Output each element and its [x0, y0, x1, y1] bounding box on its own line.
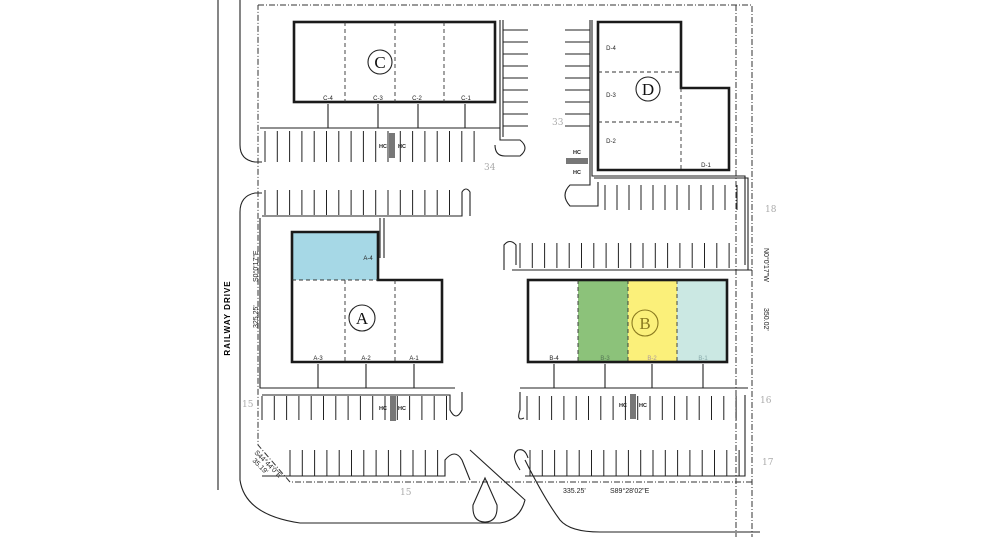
unit-a3[interactable]: A-3	[313, 356, 323, 362]
building-c[interactable]: C C-1 C-2 C-3 C-4	[260, 20, 500, 129]
handwritten-note: 34	[484, 163, 496, 173]
hc-stripe	[389, 133, 395, 158]
building-d-label: D	[642, 80, 654, 99]
street-name: RAILWAY DRIVE	[223, 280, 232, 355]
handwritten-note: 18	[765, 205, 777, 215]
unit-d4[interactable]: D-4	[606, 46, 616, 52]
hc-stripe	[630, 394, 636, 419]
east-bearing: N0°0'17"W	[762, 248, 770, 282]
unit-b2-highlight[interactable]	[628, 280, 677, 362]
handwritten-note: 15	[242, 400, 254, 410]
unit-c1[interactable]: C-1	[461, 96, 471, 102]
railway-drive-road: RAILWAY DRIVE	[217, 0, 760, 533]
parking-lots: HC HC HC HC HC HC HC HC	[261, 20, 746, 481]
building-b-label: B	[639, 314, 650, 333]
unit-c4[interactable]: C-4	[323, 96, 333, 102]
building-d[interactable]: D D-1 D-2 D-3 D-4	[591, 20, 749, 270]
handwritten-note: 17	[762, 458, 774, 468]
handwritten-notes: 15 16 17 18 33 34 15	[242, 118, 777, 498]
unit-b4[interactable]: B-4	[549, 356, 559, 362]
west-dimension: 325.25'	[253, 305, 260, 328]
property-boundary	[257, 4, 753, 537]
building-a-label: A	[356, 309, 369, 328]
hc-stripe	[390, 396, 396, 421]
west-bearing: S0°0'17"E	[252, 250, 260, 282]
building-b[interactable]: B B-1 B-2 B-3 B-4	[512, 269, 752, 389]
hc-label: HC	[398, 406, 406, 412]
unit-a1[interactable]: A-1	[409, 356, 419, 362]
unit-c2[interactable]: C-2	[412, 96, 422, 102]
handwritten-note: 15	[400, 488, 412, 498]
hc-label: HC	[379, 144, 387, 150]
unit-b3-highlight[interactable]	[578, 280, 628, 362]
east-dimension: 350.02'	[762, 308, 769, 331]
handwritten-note: 33	[552, 118, 564, 128]
unit-d3[interactable]: D-3	[606, 93, 616, 99]
landscape-island	[472, 476, 498, 523]
hc-label: HC	[619, 403, 627, 409]
hc-label: HC	[573, 150, 581, 156]
south-dimension: 335.25'	[563, 488, 586, 495]
unit-a4-highlight[interactable]	[292, 232, 378, 280]
hc-stripe	[566, 158, 588, 164]
south-bearing: S89°28'02"E	[610, 487, 650, 495]
hc-label: HC	[639, 403, 647, 409]
unit-b1[interactable]: B-1	[698, 356, 708, 362]
unit-d1[interactable]: D-1	[701, 163, 711, 169]
unit-a4[interactable]: A-4	[363, 256, 373, 262]
unit-b2[interactable]: B-2	[647, 356, 657, 362]
handwritten-note: 16	[760, 396, 772, 406]
hc-label: HC	[379, 406, 387, 412]
unit-b1-highlight[interactable]	[677, 280, 727, 362]
unit-a2[interactable]: A-2	[361, 356, 371, 362]
building-a[interactable]: A A-1 A-2 A-3 A-4	[259, 218, 455, 389]
unit-d2[interactable]: D-2	[606, 139, 616, 145]
unit-b3[interactable]: B-3	[600, 356, 610, 362]
building-c-label: C	[374, 53, 385, 72]
hc-label: HC	[573, 170, 581, 176]
hc-label: HC	[398, 144, 406, 150]
unit-c3[interactable]: C-3	[373, 96, 383, 102]
